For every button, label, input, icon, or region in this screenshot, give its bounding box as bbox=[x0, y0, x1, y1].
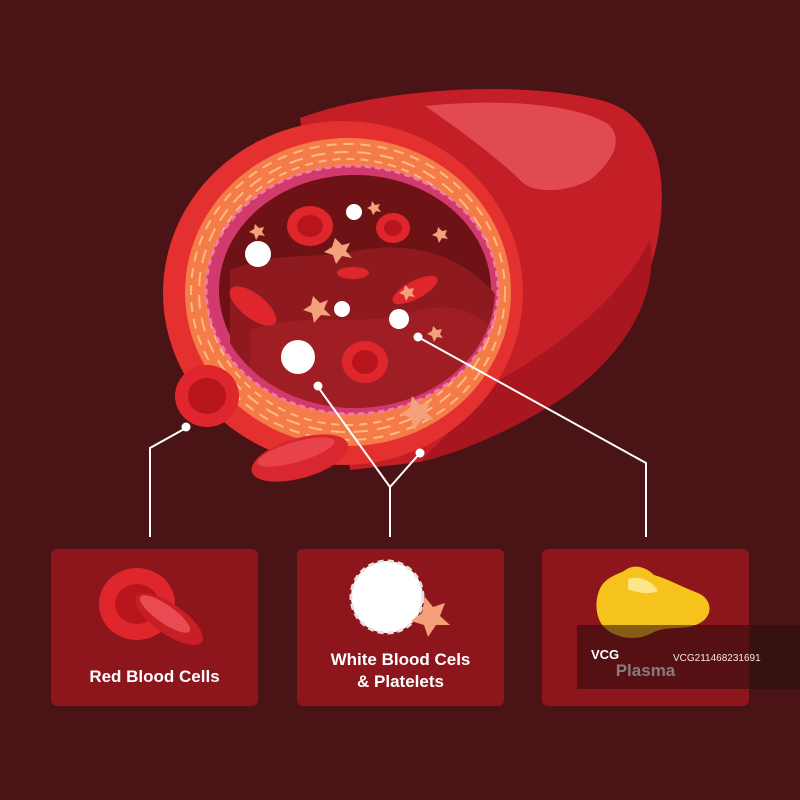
card-label-line1: White Blood Cels bbox=[330, 650, 471, 669]
plasma-drop-icon bbox=[596, 566, 710, 638]
red-blood-cells-icon bbox=[99, 568, 203, 646]
leader-lines bbox=[149, 336, 647, 537]
white-blood-cell-platelet-icon bbox=[349, 559, 450, 637]
card-red-blood-cells: Red Blood Cells bbox=[51, 549, 258, 706]
red-cells-in-lumen bbox=[229, 206, 438, 383]
vessel-highlight bbox=[425, 102, 616, 191]
white-cells-in-lumen bbox=[245, 204, 409, 374]
watermark: VCG VCG211468231691 bbox=[577, 625, 800, 689]
red-cell-outside-side bbox=[251, 434, 349, 482]
watermark-id: VCG211468231691 bbox=[673, 653, 761, 664]
card-label-line2: & Platelets bbox=[357, 672, 444, 691]
watermark-logo: VCG bbox=[591, 647, 620, 662]
red-cell-outside-round bbox=[175, 365, 239, 427]
platelets-in-lumen bbox=[249, 201, 448, 430]
leader-dots bbox=[181, 332, 425, 458]
card-label: Red Blood Cells bbox=[89, 667, 220, 686]
card-label: White Blood Cels & Platelets bbox=[297, 649, 504, 693]
card-white-blood-cells-platelets: White Blood Cels & Platelets bbox=[297, 549, 504, 706]
